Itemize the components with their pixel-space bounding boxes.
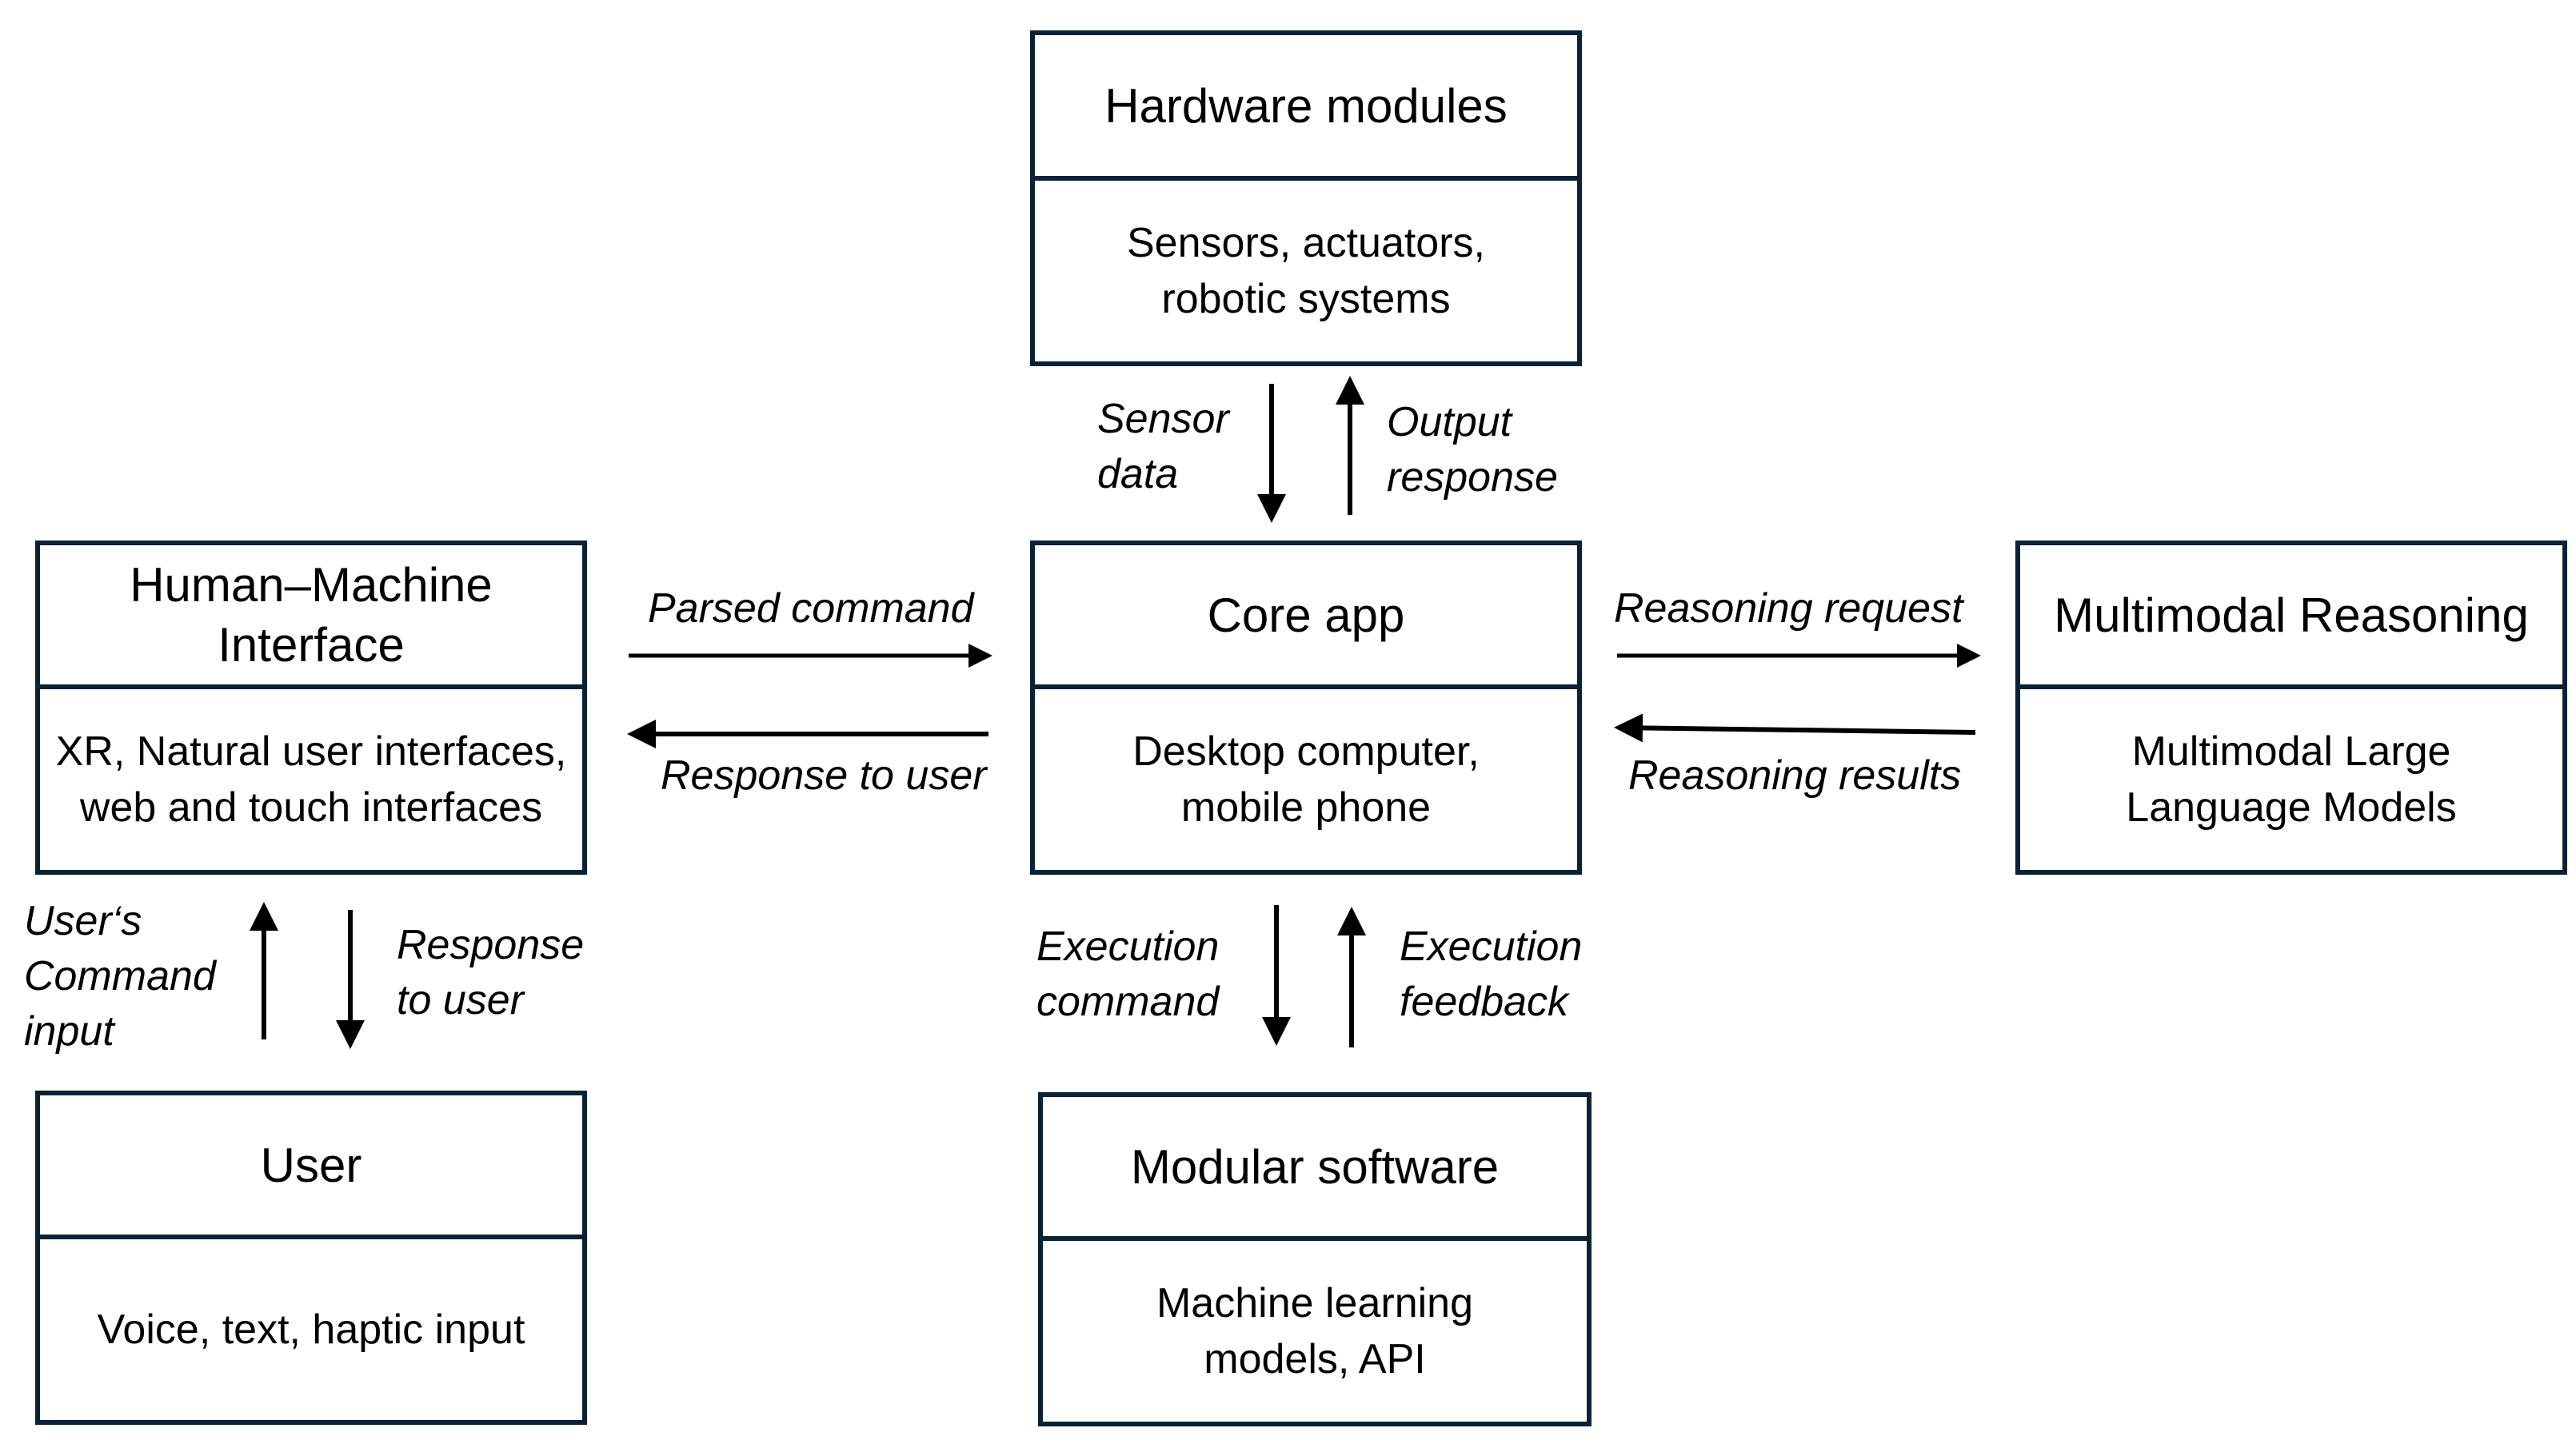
reasoning-request-label: Reasoning request — [1614, 585, 1963, 632]
hmi-box: Human–Machine Interface XR, Natural user… — [35, 541, 587, 875]
multimodal-reasoning-description: Multimodal Large Language Models — [2126, 728, 2457, 831]
hmi-description: XR, Natural user interfaces, web and tou… — [55, 728, 567, 831]
hmi-title: Human–Machine Interface — [40, 545, 582, 689]
response-to-user-label-vertical: Response to user — [397, 922, 585, 1024]
user-box: User Voice, text, haptic input — [35, 1091, 587, 1425]
multimodal-reasoning-box: Multimodal Reasoning Multimodal Large La… — [2015, 541, 2567, 875]
core-app-description: Desktop computer, mobile phone — [1132, 728, 1480, 831]
core-app-title: Core app — [1035, 545, 1577, 689]
reasoning-results-arrow — [1614, 713, 1976, 743]
modular-software-box: Modular software Machine learning models… — [1038, 1092, 1592, 1426]
sensor-data-label: Sensor data — [1097, 396, 1229, 498]
core-app-box: Core app Desktop computer, mobile phone — [1030, 541, 1582, 875]
users-command-input-label: User‘s Command input — [24, 898, 216, 1055]
reasoning-results-label: Reasoning results — [1628, 752, 1962, 799]
multimodal-reasoning-title: Multimodal Reasoning — [2020, 545, 2562, 689]
user-title: User — [40, 1095, 582, 1239]
parsed-command-label: Parsed command — [648, 585, 974, 632]
execution-command-label: Execution command — [1036, 923, 1220, 1026]
hardware-modules-description: Sensors, actuators, robotic systems — [1127, 219, 1485, 322]
execution-feedback-label: Execution feedback — [1400, 923, 1583, 1026]
modular-software-title: Modular software — [1043, 1097, 1587, 1241]
hardware-modules-box: Hardware modules Sensors, actuators, rob… — [1030, 30, 1582, 366]
modular-software-description: Machine learning models, API — [1156, 1279, 1474, 1382]
response-to-user-label-horizontal: Response to user — [661, 752, 987, 799]
output-response-label: Output response — [1387, 399, 1558, 501]
user-description: Voice, text, haptic input — [97, 1306, 525, 1353]
hardware-modules-title: Hardware modules — [1035, 35, 1577, 181]
